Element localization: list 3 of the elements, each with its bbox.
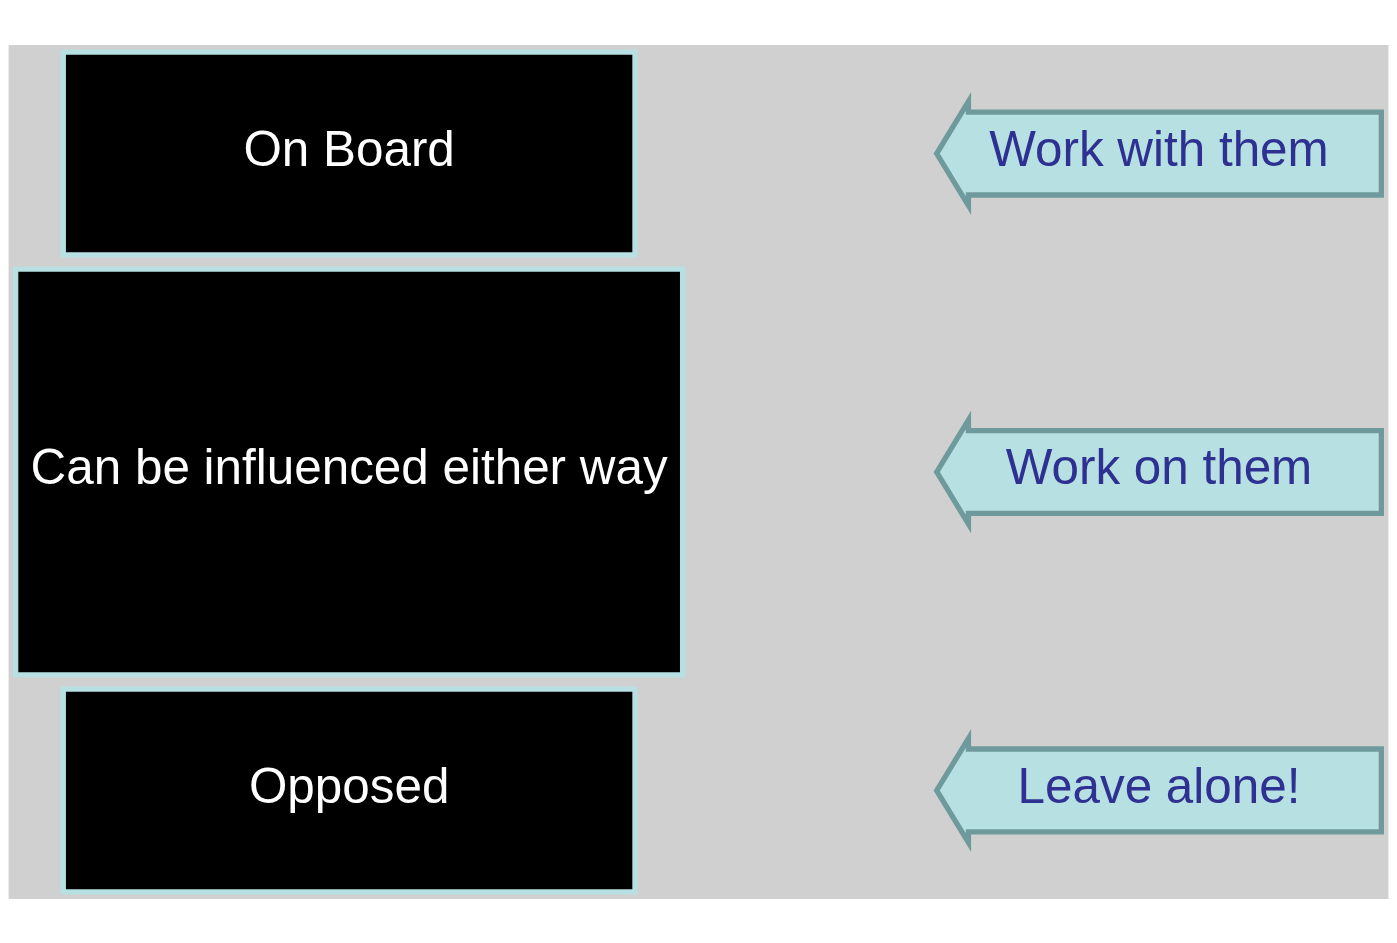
node-box: Opposed [60,685,638,895]
node-box: Can be influenced either way [13,265,686,678]
node-box: On Board [60,48,638,258]
